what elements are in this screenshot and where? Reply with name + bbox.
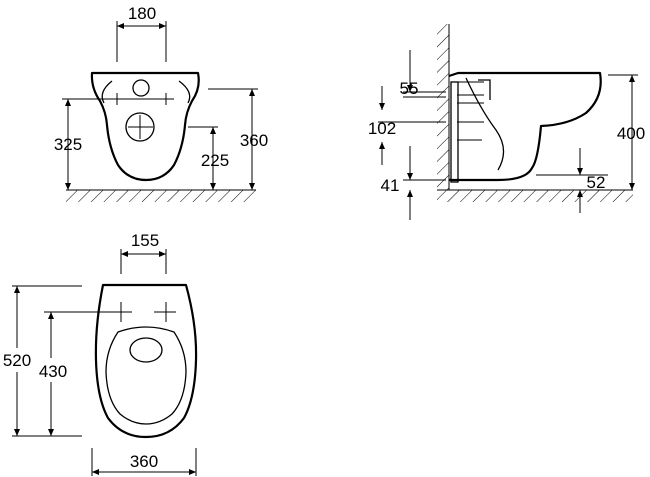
dim-102-arrow-bottom bbox=[379, 142, 385, 149]
dim-360-arrow-bottom bbox=[249, 183, 255, 190]
front-floor-hatch bbox=[66, 190, 256, 202]
dim-225-arrow-bottom bbox=[210, 183, 216, 190]
front-outlet-hole bbox=[125, 112, 155, 142]
side-wall-hatch bbox=[437, 24, 449, 190]
dim-400-arrow-top bbox=[629, 75, 635, 82]
dim-41-arrow-bottom bbox=[407, 190, 413, 197]
dim-fixing-spacing: 155 bbox=[131, 231, 159, 250]
dim-430-arrow-bottom bbox=[48, 429, 54, 436]
dim-520-arrow-top bbox=[14, 286, 20, 293]
dim-155-arrow-left bbox=[121, 251, 128, 257]
side-inlet-pipe bbox=[478, 79, 491, 100]
front-inlet-hole bbox=[132, 79, 150, 97]
dim-360w-arrow-right bbox=[189, 469, 196, 475]
dim-total-width: 360 bbox=[130, 452, 158, 471]
top-view: 155 520 430 360 bbox=[3, 231, 198, 476]
dim-400-arrow-bottom bbox=[629, 183, 635, 190]
dim-360-arrow-top bbox=[249, 89, 255, 96]
dim-225-arrow-top bbox=[210, 127, 216, 134]
dim-outlet-height: 225 bbox=[201, 151, 229, 170]
dim-360w-arrow-left bbox=[92, 469, 99, 475]
dim-102-arrow-top bbox=[379, 103, 385, 110]
dim-180-arrow-right bbox=[159, 23, 166, 29]
dim-52-arrow-bottom bbox=[577, 190, 583, 197]
dim-upper-offset: 55 bbox=[400, 79, 419, 98]
dim-55-arrow bbox=[407, 85, 413, 92]
dim-430-arrow-top bbox=[48, 312, 54, 319]
dim-rear-offset: 52 bbox=[587, 173, 606, 192]
dim-bolt-spacing: 180 bbox=[128, 4, 156, 23]
front-bowl-inner-right bbox=[178, 80, 191, 104]
dim-base-offset: 41 bbox=[381, 176, 400, 195]
dim-180-arrow-left bbox=[117, 23, 124, 29]
side-mount-plate bbox=[450, 81, 459, 183]
side-bowl-inner bbox=[465, 77, 505, 171]
dim-inlet-height: 102 bbox=[368, 119, 396, 138]
front-bowl-outline bbox=[90, 71, 200, 182]
dim-inner-length: 430 bbox=[39, 362, 67, 381]
top-bowl-outline bbox=[94, 283, 198, 439]
dim-325-arrow-bottom bbox=[65, 183, 71, 190]
dim-155-arrow-right bbox=[159, 251, 166, 257]
front-bowl-inner-left bbox=[101, 80, 113, 104]
top-bowl-rim bbox=[105, 326, 187, 425]
dim-325-arrow-top bbox=[65, 99, 71, 106]
dim-projection-height: 400 bbox=[617, 124, 645, 143]
side-view: 55 102 41 400 52 bbox=[368, 24, 645, 220]
side-bowl-outline bbox=[448, 71, 602, 182]
front-view: 180 325 360 225 bbox=[54, 4, 268, 202]
dim-520-arrow-bottom bbox=[14, 429, 20, 436]
dim-41-arrow-top bbox=[407, 173, 413, 180]
dim-52-arrow-top bbox=[577, 168, 583, 175]
top-outlet-oval bbox=[129, 337, 163, 363]
dim-total-length: 520 bbox=[3, 351, 31, 370]
dim-total-height: 360 bbox=[240, 131, 268, 150]
dim-bolt-height: 325 bbox=[54, 135, 82, 154]
side-floor-hatch bbox=[437, 190, 633, 202]
